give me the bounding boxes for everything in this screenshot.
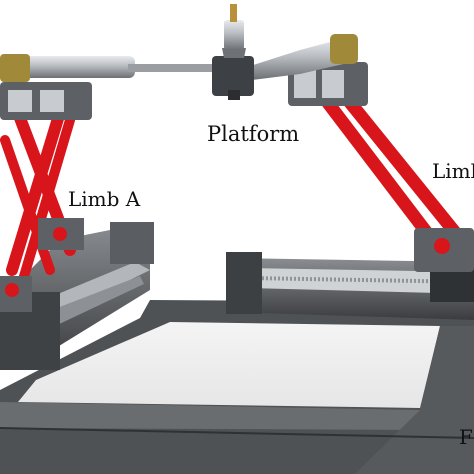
platform-body bbox=[212, 4, 254, 100]
limb-a-joints bbox=[0, 82, 92, 312]
limb-b-links bbox=[315, 83, 473, 257]
platform-label: Platform bbox=[207, 122, 300, 146]
limb-b-joints bbox=[288, 62, 474, 272]
base-frame bbox=[0, 300, 474, 474]
actuators bbox=[0, 34, 358, 82]
limb-a-label: Limb A bbox=[68, 187, 141, 211]
frame-label: F bbox=[459, 425, 473, 449]
limb-b-label: Limb bbox=[432, 159, 474, 183]
